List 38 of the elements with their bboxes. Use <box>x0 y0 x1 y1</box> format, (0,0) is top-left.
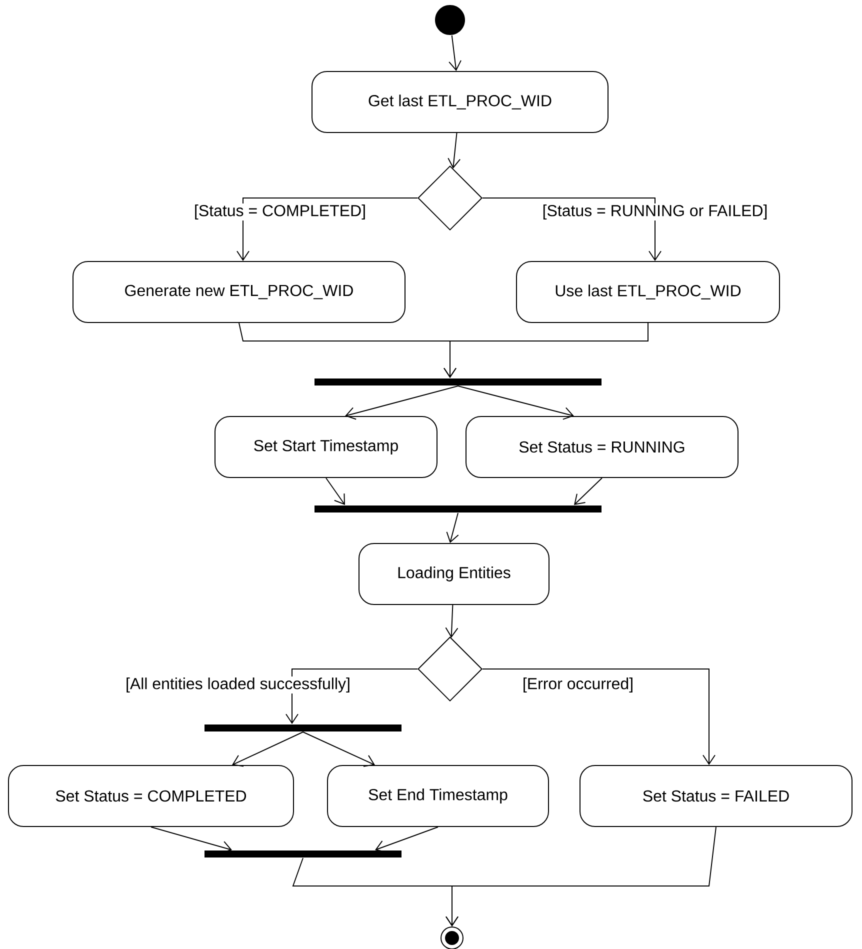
sync-bar <box>204 850 402 858</box>
edge-label: [Status = RUNNING or FAILED] <box>541 204 769 220</box>
sync-bar <box>314 506 602 512</box>
arrow <box>446 826 716 927</box>
decision-diamond <box>418 636 482 702</box>
arrow <box>446 512 459 543</box>
arrow <box>482 198 662 261</box>
arrow <box>444 322 648 378</box>
arrow <box>375 826 438 853</box>
arrow <box>448 34 462 71</box>
action-box: Use last ETL_PROC_WID <box>516 261 780 323</box>
arrow <box>445 604 458 638</box>
action-box: Get last ETL_PROC_WID <box>312 71 608 133</box>
start-node <box>435 5 465 35</box>
action-box: Set Start Timestamp <box>214 416 438 478</box>
arrow <box>326 478 345 505</box>
edge-label: [Error occurred] <box>521 676 635 694</box>
arrow <box>345 386 458 420</box>
arrow <box>482 668 716 765</box>
arrow <box>232 732 304 767</box>
action-box: Set Status = FAILED <box>580 765 852 827</box>
arrow <box>236 198 418 261</box>
arrow <box>574 478 602 505</box>
decision-diamond <box>418 166 482 230</box>
arrow <box>286 668 418 724</box>
edge-label: [Status = COMPLETED] <box>192 204 368 220</box>
arrow <box>448 132 461 169</box>
action-box: Set End Timestamp <box>327 765 549 827</box>
action-box: Generate new ETL_PROC_WID <box>72 261 406 323</box>
action-box: Set Status = RUNNING <box>466 416 738 478</box>
sync-bar <box>314 378 602 386</box>
edge-label: [All entities loaded successfully] <box>124 676 352 694</box>
end-node <box>440 926 464 949</box>
arrow <box>458 386 574 420</box>
action-box: Loading Entities <box>358 543 550 605</box>
sync-bar <box>204 724 402 732</box>
action-box: Set Status = COMPLETED <box>8 765 294 827</box>
arrow <box>302 732 375 767</box>
